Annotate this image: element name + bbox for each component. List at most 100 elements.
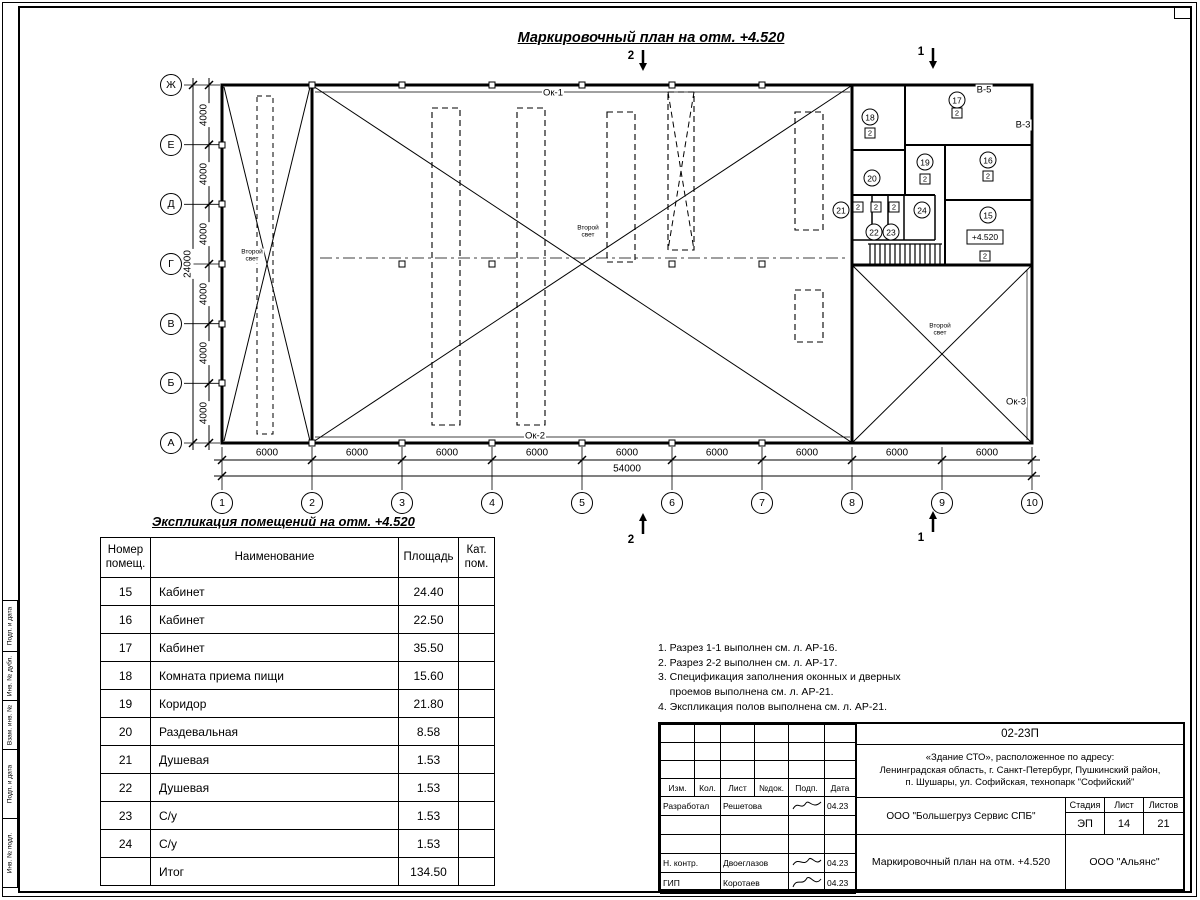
cell-num: 19: [100, 689, 151, 718]
stage-header: Стадия: [1066, 798, 1105, 813]
rev-header-podp: Подп.: [788, 778, 825, 797]
rev-header-list: Лист: [720, 778, 755, 797]
role-name: Решетова: [720, 796, 789, 816]
cell-name: Итог: [150, 857, 399, 886]
page-title: Маркировочный план на отм. +4.520: [517, 30, 785, 46]
cell-cat: [458, 773, 495, 802]
sheets-value: 21: [1157, 817, 1170, 830]
cell-cat: [458, 577, 495, 606]
explication-table: Номер помещ. Наименование Площадь Кат. п…: [100, 537, 495, 886]
cell-area: 35.50: [398, 633, 459, 662]
project-address: «Здание СТО», расположенное по адресу: Л…: [857, 745, 1183, 798]
frame-sidebar-cell: Подп. и дата: [2, 749, 18, 819]
cell-cat: [458, 605, 495, 634]
header-room-category: Кат. пом.: [458, 537, 495, 578]
sheets-header: Листов: [1144, 798, 1183, 813]
cell-name: Кабинет: [150, 577, 399, 606]
note-line: 2. Разрез 2-2 выполнен см. л. АР-17.: [658, 656, 838, 669]
cell-area: 15.60: [398, 661, 459, 690]
frame-sidebar-label: Подп. и дата: [6, 606, 14, 646]
rev-header-izm: Изм.: [660, 778, 695, 797]
frame-sidebar-label: Взам. инв. №: [6, 704, 14, 746]
role-label: Н. контр.: [660, 853, 721, 873]
cell-name: Коридор: [150, 689, 399, 718]
organization-name: ООО "Большегруз Сервис СПБ": [857, 798, 1066, 834]
stage-value: ЭП: [1066, 813, 1105, 834]
cell-area: 22.50: [398, 605, 459, 634]
cell-cat: [458, 857, 495, 886]
cell-area: 21.80: [398, 689, 459, 718]
note-line: 3. Спецификация заполнения оконных и две…: [658, 671, 901, 699]
role-label: ГИП: [660, 872, 721, 894]
cell-area: 134.50: [398, 857, 459, 886]
rev-header-doc: №док.: [754, 778, 789, 797]
revision-table: Изм. Кол. Лист №док. Подп. Дата Разработ…: [660, 724, 856, 894]
signature: [788, 796, 825, 816]
cell-num: 24: [100, 829, 151, 858]
cell-name: С/у: [150, 801, 399, 830]
cell-cat: [458, 745, 495, 774]
role-date: 04.23: [824, 853, 856, 873]
frame-sidebar-cell: Взам. инв. №: [2, 700, 18, 750]
stage-grid: Стадия Лист Листов ЭП 14 21: [1066, 798, 1183, 834]
cell-cat: [458, 801, 495, 830]
document-number: 02-23П: [857, 724, 1183, 745]
cell-num: 16: [100, 605, 151, 634]
cell-num: 22: [100, 773, 151, 802]
sheet-header: Лист: [1105, 798, 1144, 813]
frame-sidebar-cell: Инв. № дубл.: [2, 651, 18, 701]
rev-header-kol: Кол.: [694, 778, 721, 797]
frame-sidebar-cell: Инв. № подл.: [2, 818, 18, 888]
cell-num: [100, 857, 151, 886]
cell-name: Душевая: [150, 773, 399, 802]
title-block: Изм. Кол. Лист №док. Подп. Дата Разработ…: [658, 722, 1185, 894]
frame-sidebar-label: Инв. № подл.: [6, 832, 14, 874]
cell-cat: [458, 633, 495, 662]
header-room-number: Номер помещ.: [100, 537, 151, 578]
cell-num: 17: [100, 633, 151, 662]
cell-cat: [458, 689, 495, 718]
cell-area: 1.53: [398, 745, 459, 774]
role-date: 04.23: [824, 796, 856, 816]
cell-num: 15: [100, 577, 151, 606]
signature: [788, 872, 825, 894]
cell-name: Душевая: [150, 745, 399, 774]
header-room-area: Площадь: [398, 537, 459, 578]
cell-name: Кабинет: [150, 605, 399, 634]
corner-box: [1174, 6, 1192, 19]
header-room-name: Наименование: [150, 537, 399, 578]
notes: 1. Разрез 1-1 выполнен см. л. АР-16.2. Р…: [658, 641, 901, 714]
cell-name: Раздевальная: [150, 717, 399, 746]
note-line: 4. Экспликация полов выполнена см. л. АР…: [658, 700, 887, 713]
contractor-name: ООО "Альянс": [1089, 856, 1160, 868]
rev-header-data: Дата: [824, 778, 856, 797]
sheet-value: 14: [1105, 813, 1144, 834]
cell-num: 21: [100, 745, 151, 774]
cell-name: Кабинет: [150, 633, 399, 662]
role-name: Двоеглазов: [720, 853, 789, 873]
cell-name: С/у: [150, 829, 399, 858]
cell-name: Комната приема пищи: [150, 661, 399, 690]
role-label: Разработал: [660, 796, 721, 816]
role-date: 04.23: [824, 872, 856, 894]
explication-title: Экспликация помещений на отм. +4.520: [152, 514, 415, 529]
cell-cat: [458, 829, 495, 858]
cell-num: 18: [100, 661, 151, 690]
cell-num: 23: [100, 801, 151, 830]
frame-sidebar-label: Подп. и дата: [6, 764, 14, 804]
cell-area: 1.53: [398, 829, 459, 858]
